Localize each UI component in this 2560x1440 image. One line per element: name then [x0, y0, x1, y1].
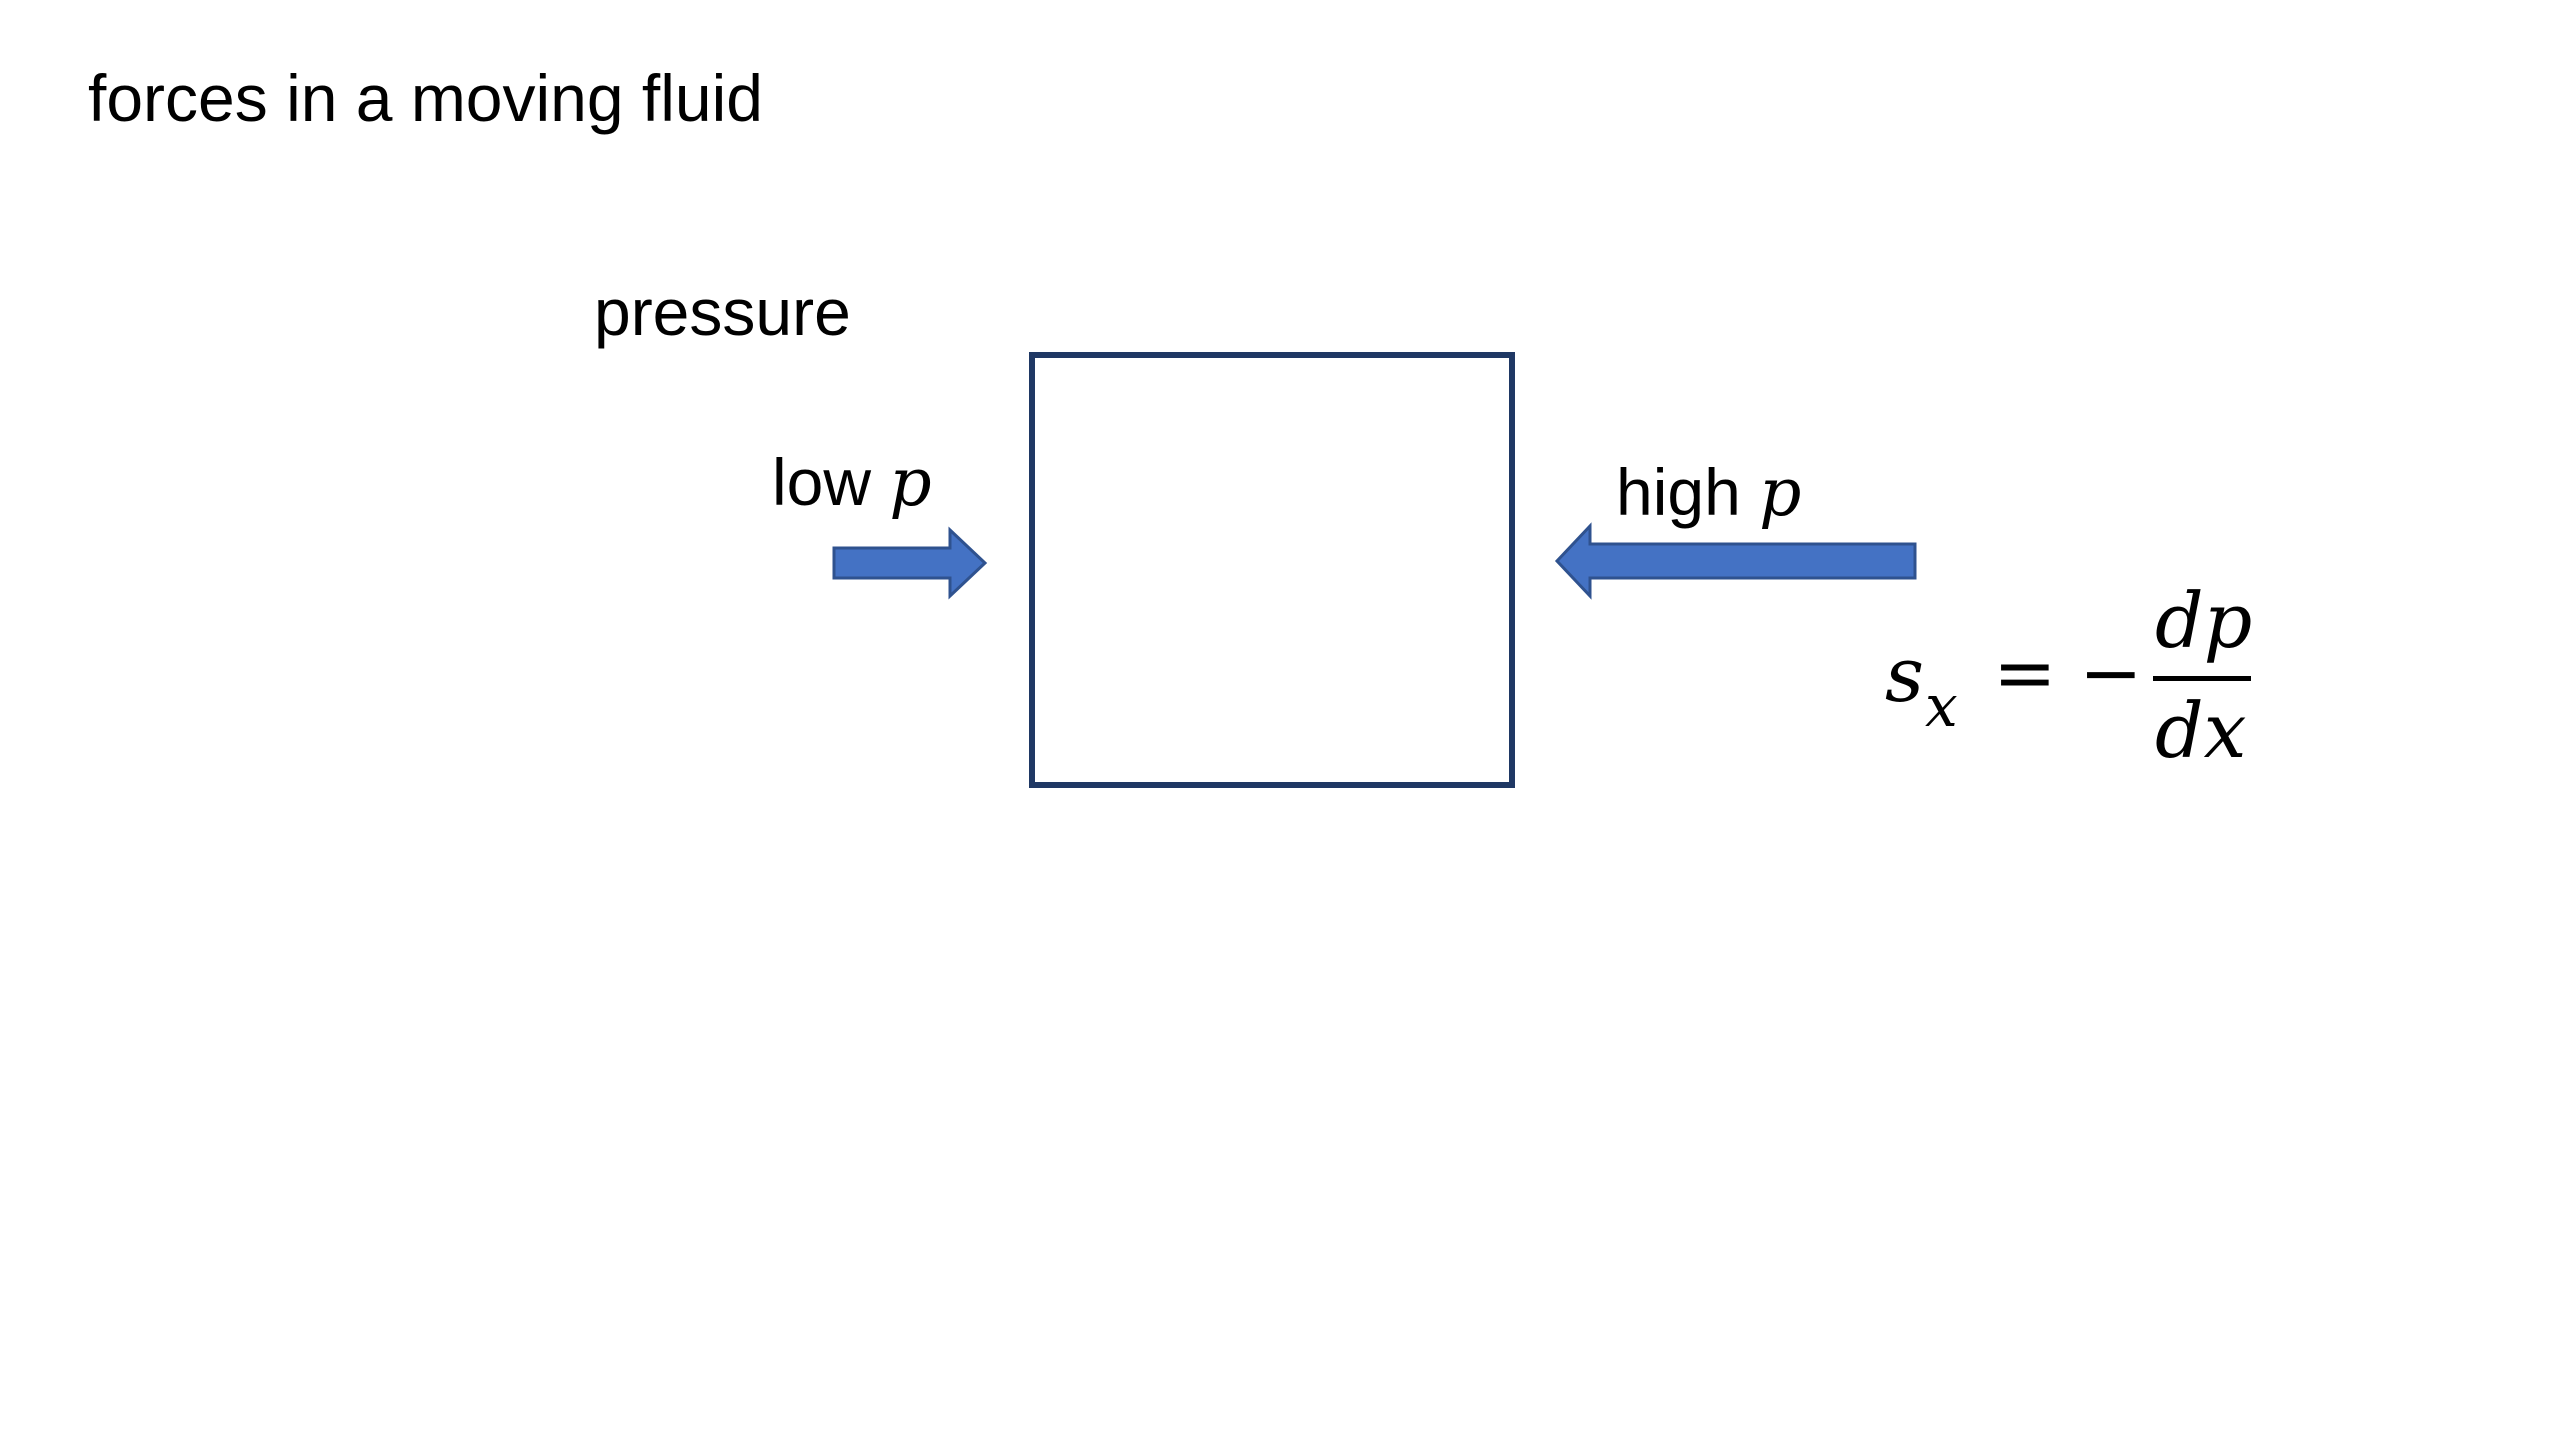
low-pressure-arrow-icon	[832, 526, 988, 600]
fluid-element-box	[1029, 352, 1515, 788]
fraction-bar	[2153, 676, 2251, 681]
equation-lhs: s	[1885, 630, 1925, 719]
equation-denominator: dx	[2155, 686, 2247, 775]
low-pressure-variable: p	[889, 444, 932, 521]
equation-equals: =	[1993, 628, 2057, 717]
pressure-label: pressure	[594, 275, 851, 349]
high-pressure-arrow-icon	[1554, 522, 1917, 600]
high-pressure-variable: p	[1759, 454, 1802, 531]
high-pressure-text: high	[1616, 455, 1760, 529]
equation-numerator: dp	[2155, 576, 2253, 665]
equation-minus: −	[2079, 628, 2143, 717]
equation-lhs-subscript: x	[1925, 672, 1958, 740]
high-pressure-label: high p	[1616, 452, 1801, 533]
slide-title: forces in a moving fluid	[88, 61, 763, 135]
low-pressure-text: low	[772, 445, 890, 519]
low-pressure-label: low p	[772, 442, 932, 523]
pressure-gradient-equation: s x = − dp dx	[1885, 576, 2265, 775]
